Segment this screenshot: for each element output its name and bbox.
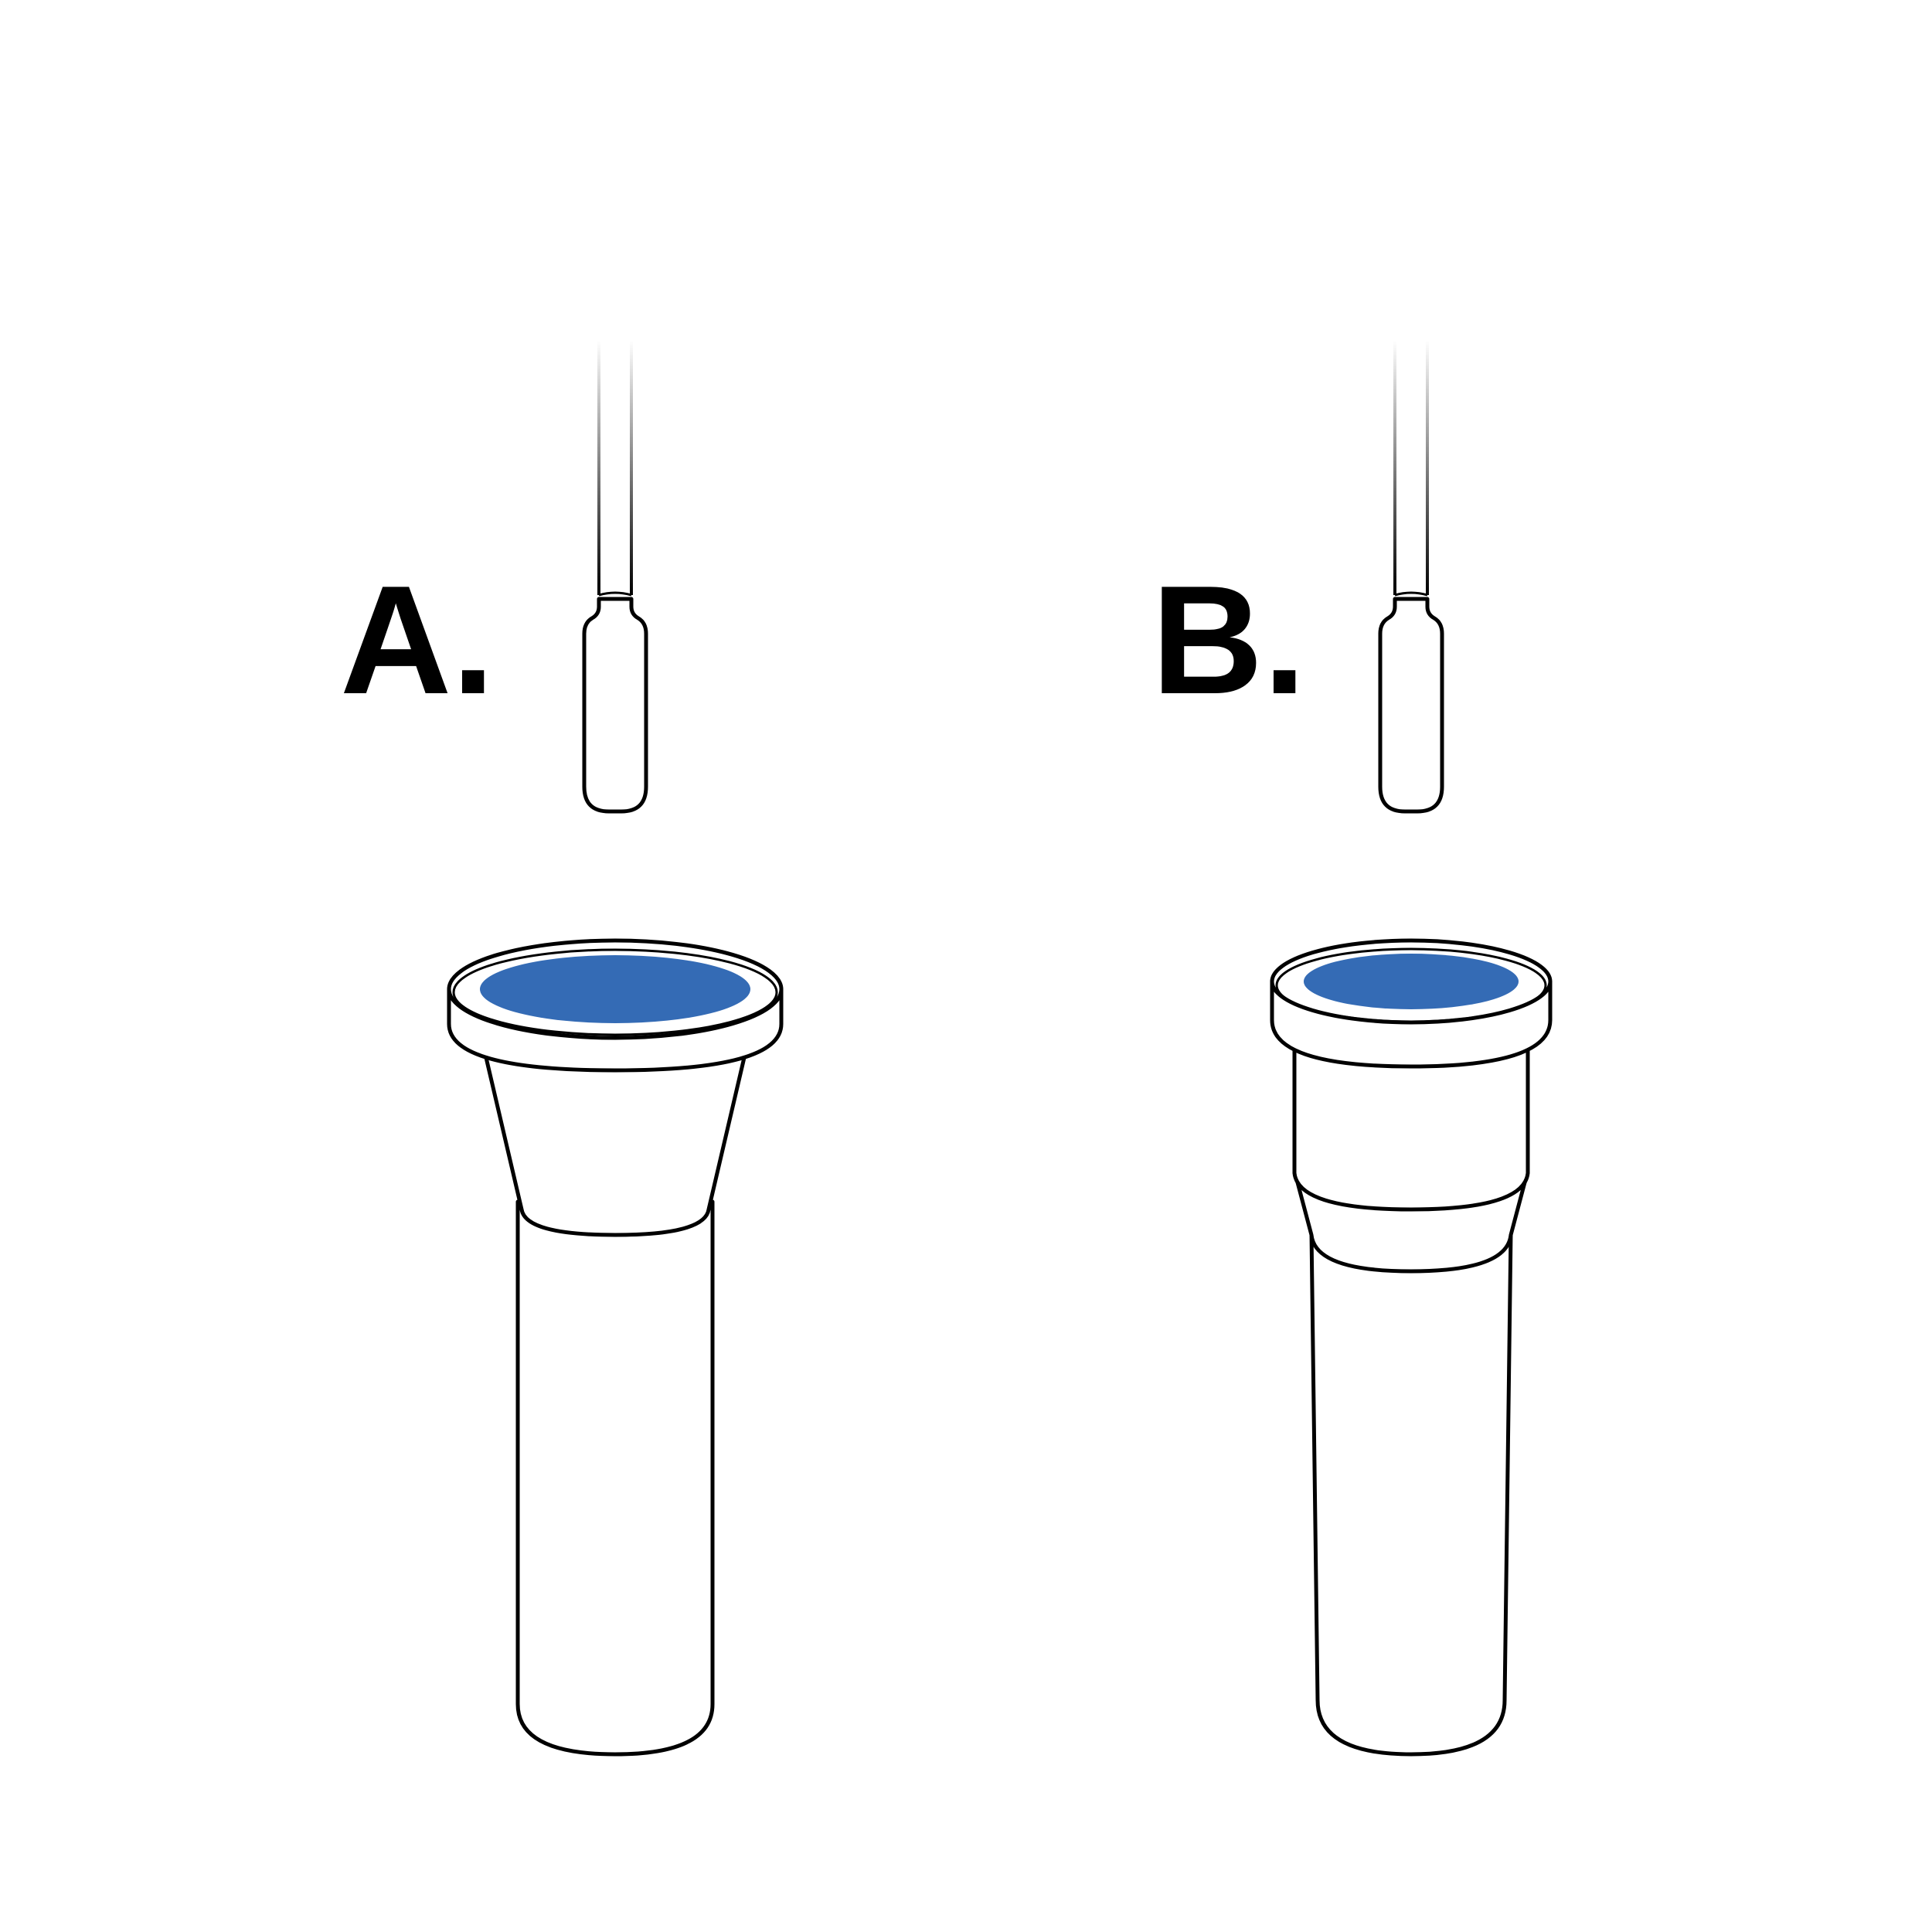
tapered-funnel-tube-icon	[447, 938, 784, 1757]
sample-liquid-a	[480, 955, 750, 1023]
sample-liquid-b	[1304, 954, 1519, 1009]
pipette-tip-icon	[582, 340, 648, 814]
panel-a-label: A.	[340, 554, 495, 726]
panel-b-label: B.	[1151, 554, 1306, 726]
pipette-tip-icon	[1378, 340, 1444, 814]
panel-a: A.	[340, 340, 784, 1757]
stepped-tube-icon	[1270, 938, 1553, 1757]
panel-b: B.	[1151, 340, 1553, 1757]
